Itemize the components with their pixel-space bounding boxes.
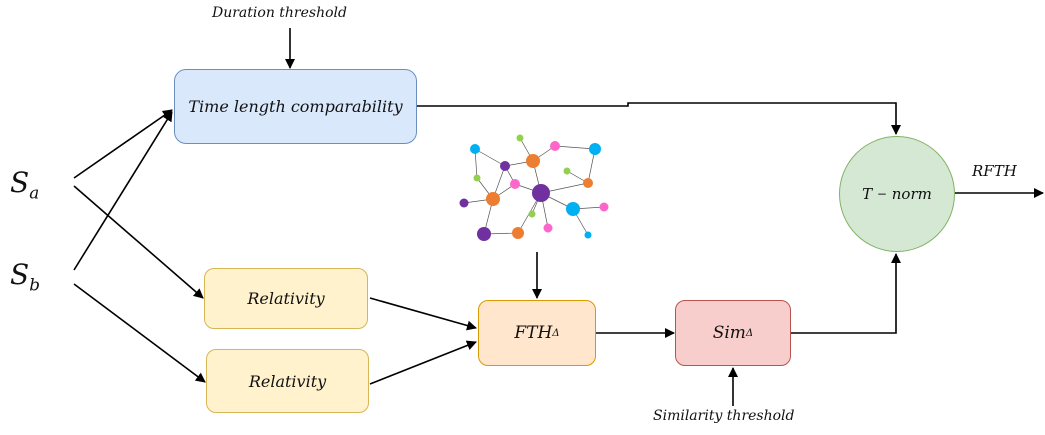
- arrow-relativity1-to-fth: [369, 297, 477, 331]
- input-sa: Sa: [10, 166, 39, 203]
- time-length-comparability-node: Time length comparability: [174, 69, 417, 144]
- input-sb-subscript: b: [29, 274, 40, 295]
- relativity-node-2: Relativity: [206, 349, 369, 413]
- input-sb-symbol: S: [10, 258, 30, 291]
- fth-subscript: Δ: [552, 327, 560, 339]
- similarity-threshold-label: Similarity threshold: [653, 408, 795, 424]
- arrow-sb-to-time: [73, 111, 173, 271]
- arrow-sa-to-relativity1: [73, 185, 204, 299]
- t-norm-left: T: [862, 185, 873, 203]
- t-norm-operator: −: [876, 187, 887, 201]
- input-sb: Sb: [10, 258, 40, 295]
- arrow-sa-to-time: [73, 109, 173, 179]
- duration-threshold-label: Duration threshold: [212, 5, 347, 21]
- sim-label: Sim: [712, 323, 746, 343]
- t-norm-node: T − norm: [839, 136, 955, 252]
- arrows: [73, 28, 1044, 406]
- input-sa-symbol: S: [10, 166, 30, 199]
- arrow-relativity2-to-fth: [369, 340, 477, 385]
- output-label: RFTH: [972, 162, 1017, 180]
- network-graphic: [459, 134, 609, 241]
- fth-label: FTH: [514, 323, 553, 343]
- relativity-node-1: Relativity: [204, 268, 368, 329]
- sim-subscript: Δ: [745, 327, 754, 339]
- t-norm-right: norm: [891, 185, 932, 203]
- arrow-sb-to-relativity2: [73, 283, 206, 383]
- arrow-time-to-tnorm: [416, 102, 901, 135]
- arrow-sim-to-tnorm: [790, 253, 901, 334]
- input-sa-subscript: a: [29, 182, 40, 203]
